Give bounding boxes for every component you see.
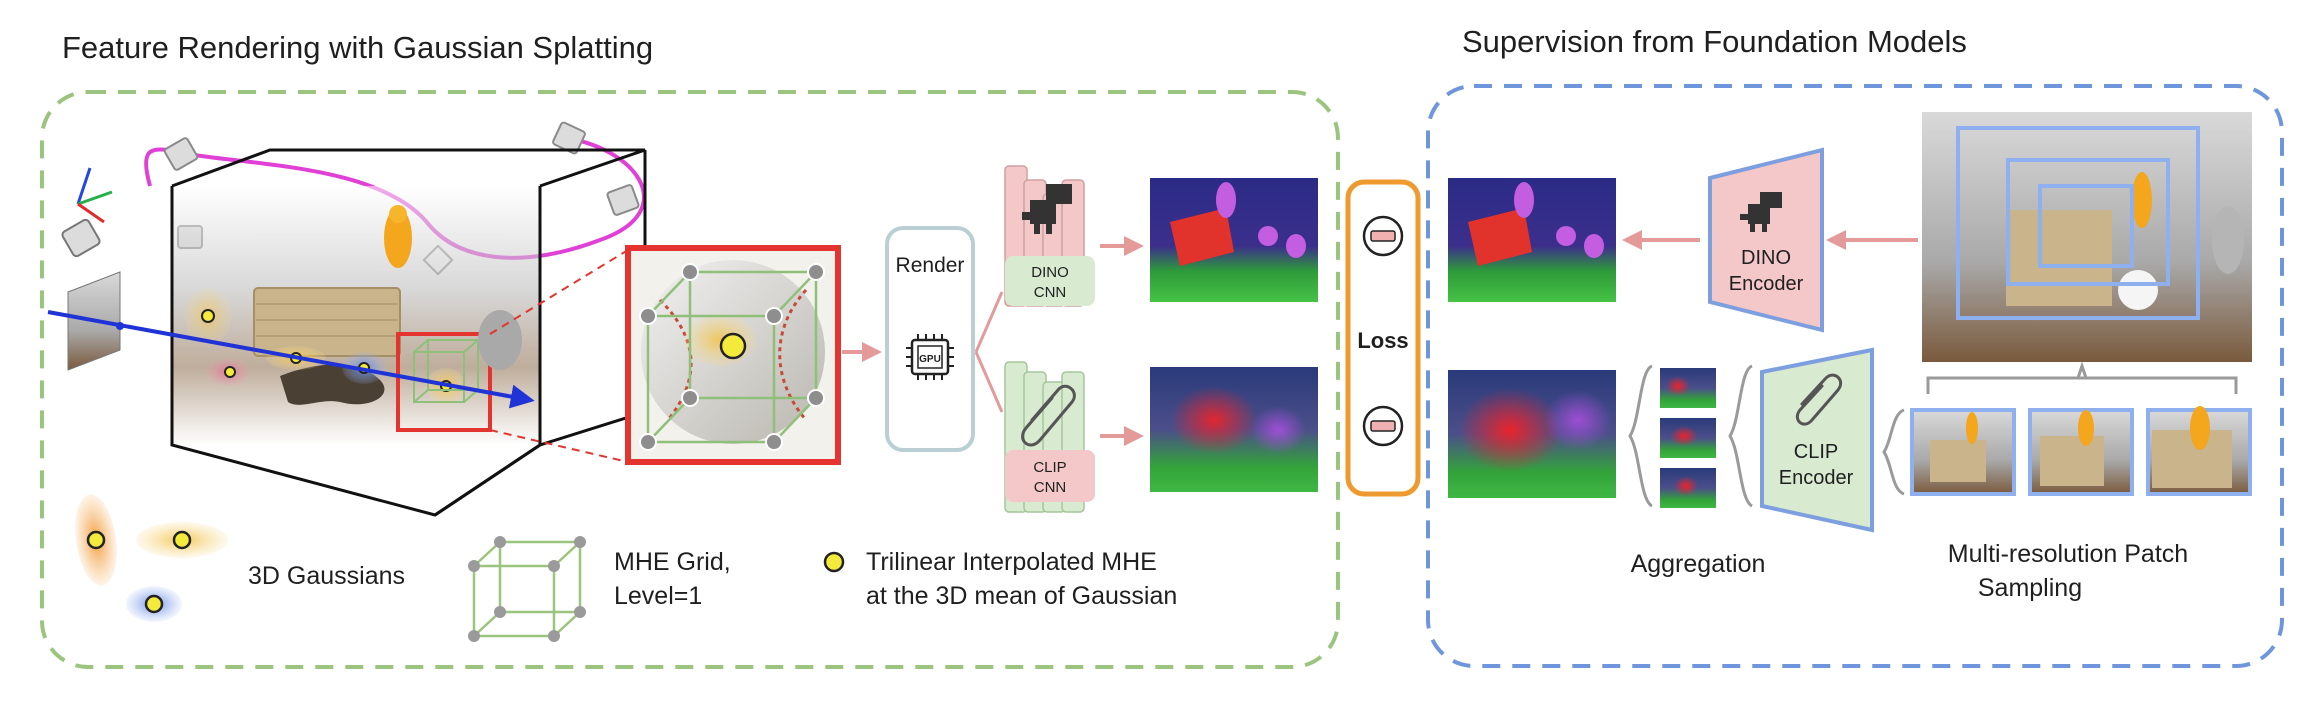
legend-mhe-grid: MHE Grid,	[614, 548, 731, 576]
svg-text:GPU: GPU	[919, 354, 941, 365]
patch-sampling-label: Multi-resolution Patch	[1948, 540, 2188, 568]
dino-icon	[1740, 192, 1782, 232]
legend-3d-gaussians: 3D Gaussians	[248, 562, 405, 590]
render-label: Render	[896, 254, 965, 277]
svg-text:CNN: CNN	[1034, 479, 1067, 496]
mhe-grid-legend-icon	[472, 540, 582, 638]
dino-cnn-block: DINO CNN	[1004, 165, 1095, 307]
scene-cube	[170, 148, 647, 517]
target-dino-feature	[1448, 178, 1616, 302]
minus-icon	[1362, 215, 1404, 257]
svg-text:DINO: DINO	[1031, 264, 1069, 281]
svg-text:Level=1: Level=1	[614, 582, 702, 610]
zoomed-mhe-grid	[625, 245, 841, 465]
loss-label: Loss	[1357, 328, 1408, 353]
paperclip-icon	[1795, 373, 1843, 426]
svg-text:Encoder: Encoder	[1779, 467, 1854, 489]
svg-text:CLIP: CLIP	[1033, 459, 1066, 476]
dino-icon	[1022, 184, 1072, 234]
loss-block: Loss	[1345, 179, 1421, 497]
camera-ray	[47, 310, 535, 409]
multi-resolution-patches	[1910, 406, 2252, 496]
svg-text:Sampling: Sampling	[1978, 574, 2082, 602]
svg-text:DINO: DINO	[1741, 247, 1791, 269]
legend: 3D Gaussians MHE Grid, Level=1 Trilinear…	[75, 494, 1177, 642]
rendered-clip-feature	[1150, 367, 1318, 492]
clip-patch-features	[1660, 368, 1716, 508]
svg-text:CLIP: CLIP	[1794, 441, 1838, 463]
dino-encoder: DINO Encoder	[1708, 147, 1824, 333]
svg-text:at the 3D mean of Gaussian: at the 3D mean of Gaussian	[866, 582, 1177, 610]
minus-icon	[1362, 405, 1404, 447]
left-panel-title: Feature Rendering with Gaussian Splattin…	[62, 30, 653, 65]
clip-encoder: CLIP Encoder	[1760, 347, 1874, 533]
right-panel-border	[1426, 84, 2284, 668]
svg-text:Encoder: Encoder	[1729, 273, 1804, 295]
clip-cnn-block: CLIP CNN	[1004, 361, 1095, 513]
aggregation-label: Aggregation	[1631, 550, 1766, 578]
render-block: Render GPU	[885, 226, 975, 452]
aggregated-clip-feature	[1448, 370, 1616, 498]
input-photo	[1922, 112, 2252, 362]
left-panel-border	[40, 90, 1340, 669]
rendered-dino-feature	[1150, 178, 1318, 302]
right-panel-title: Supervision from Foundation Models	[1462, 24, 1967, 59]
gpu-chip-icon: GPU	[906, 334, 954, 380]
zoom-region-box	[396, 332, 492, 432]
legend-trilinear: Trilinear Interpolated MHE	[866, 548, 1157, 576]
svg-text:CNN: CNN	[1034, 284, 1067, 301]
axes-icon	[76, 167, 113, 224]
paperclip-icon	[1021, 384, 1076, 447]
